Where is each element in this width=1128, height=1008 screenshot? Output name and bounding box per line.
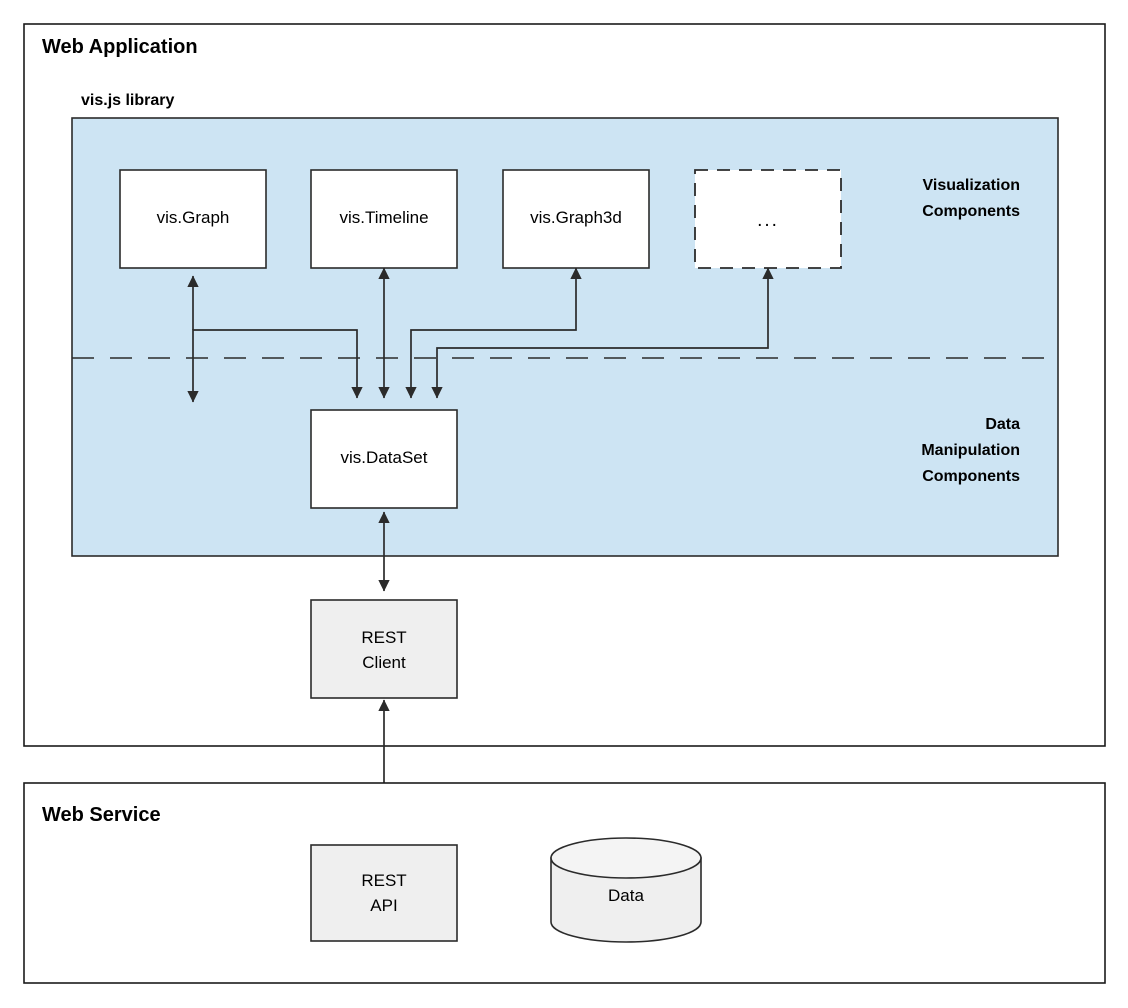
visualization-zone-label-line1: Visualization [922, 177, 1020, 194]
node-vis-timeline[interactable] [310, 169, 458, 269]
data-zone-label-line3: Components [922, 468, 1020, 485]
node-vis-graph3d-label: vis.Graph3d [530, 208, 622, 227]
node-more-components[interactable] [694, 169, 842, 269]
data-store-body [550, 857, 702, 943]
connector-more-dataset [431, 267, 774, 399]
node-vis-dataset[interactable] [310, 409, 458, 509]
node-more-components-label: ... [757, 210, 779, 231]
node-rest-client-label-line1: REST [361, 628, 406, 647]
node-vis-dataset-label: vis.DataSet [341, 448, 428, 467]
node-rest-client-label-line2: Client [362, 653, 406, 672]
data-zone-label-line2: Manipulation [921, 442, 1020, 459]
visualization-zone-label-line2: Components [922, 203, 1020, 220]
web-service-title: Web Service [42, 804, 161, 826]
node-vis-graph3d[interactable] [502, 169, 650, 269]
node-rest-api[interactable] [310, 844, 458, 942]
data-zone-label-line1: Data [985, 416, 1020, 433]
node-vis-timeline-label: vis.Timeline [339, 208, 428, 227]
connector-vis-graph-dataset [187, 329, 363, 403]
node-vis-graph[interactable] [119, 169, 267, 269]
node-rest-api-label-line1: REST [361, 871, 406, 890]
node-rest-api-label-line2: API [370, 896, 397, 915]
node-data-store[interactable]: Data [550, 837, 702, 943]
node-vis-graph-label: vis.Graph [157, 208, 230, 227]
web-application-title: Web Application [42, 36, 198, 58]
data-store-top [550, 837, 702, 879]
node-rest-client[interactable] [310, 599, 458, 699]
node-data-store-label: Data [608, 886, 644, 905]
visjs-library-title: vis.js library [81, 92, 174, 109]
